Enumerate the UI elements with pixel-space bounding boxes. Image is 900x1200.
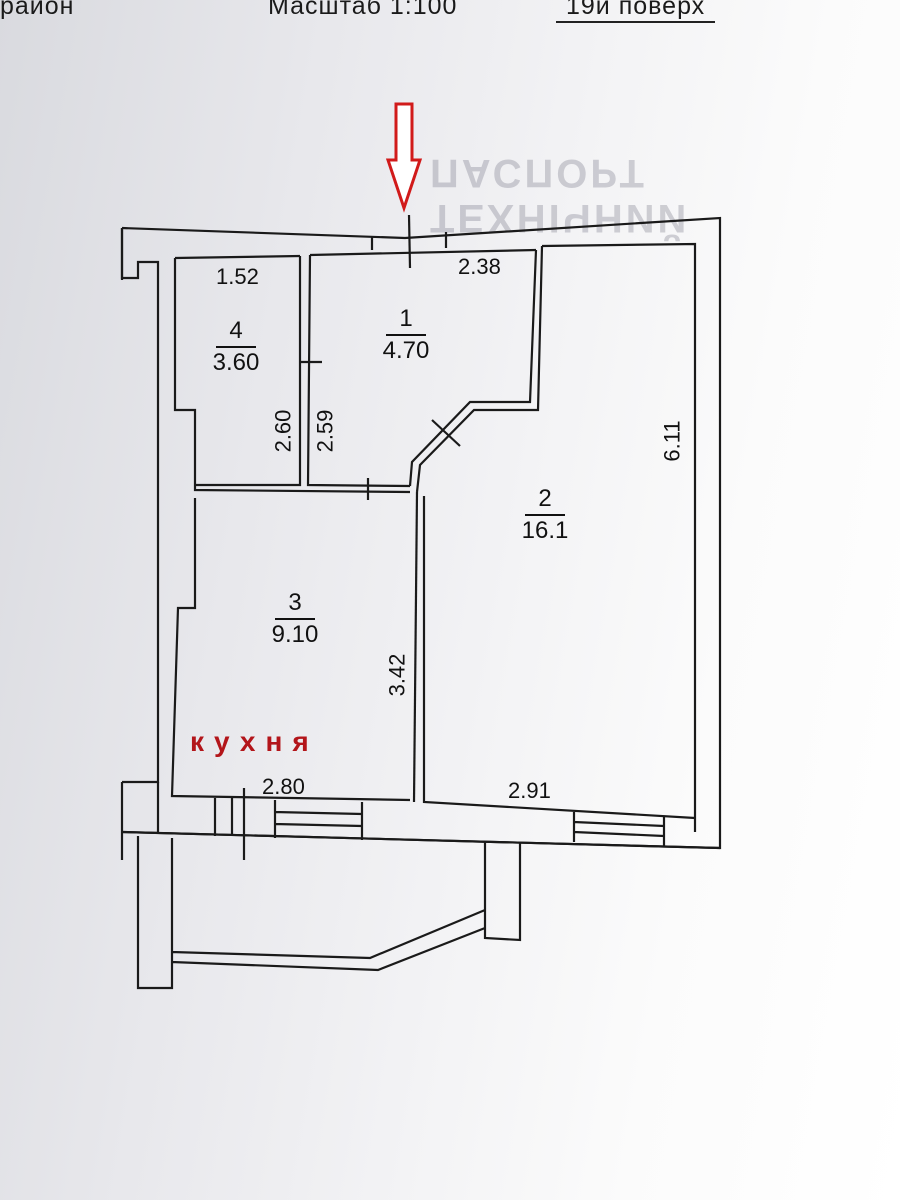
floor-label: 19й поверх [556, 0, 716, 23]
page-header: район Масштаб 1:100 19й поверх [0, 0, 900, 26]
window-kitchen [273, 800, 364, 840]
district-label: район [0, 0, 75, 20]
dim-room1-width: 2.38 [458, 254, 501, 279]
dim-room1-height: 2.59 [312, 409, 338, 453]
room1-right-wall [408, 249, 538, 487]
room-2-area: 16.1 [521, 517, 569, 544]
room-1-number: 1 [386, 304, 426, 336]
dim-room2-width: 2.91 [508, 778, 551, 803]
room-4-label: 4 3.60 [196, 316, 276, 378]
room-2-number: 2 [525, 484, 565, 516]
scale-label: Масштаб 1:100 [268, 0, 458, 20]
room-3-label: 3 9.10 [255, 588, 335, 650]
dim-room4-height: 2.60 [270, 409, 296, 453]
window-room2 [572, 812, 666, 846]
kitchen-label: кухня [190, 726, 319, 757]
room-1-label: 1 4.70 [366, 304, 446, 366]
room-4-number: 4 [216, 316, 256, 348]
room4-walls [173, 258, 411, 494]
room-3-area: 9.10 [271, 621, 319, 648]
dim-room3-width: 2.80 [262, 774, 305, 799]
bottom-wall [121, 782, 721, 850]
room-4-area: 3.60 [212, 349, 260, 376]
balcony [136, 836, 522, 990]
partition-4-1 [306, 254, 411, 488]
entrance-door [370, 232, 448, 250]
dim-room2-height: 6.11 [659, 420, 685, 462]
dim-room4-width: 1.52 [216, 264, 259, 289]
outer-wall-inner [174, 254, 301, 260]
room-1-area: 4.70 [382, 337, 430, 364]
room-3-number: 3 [275, 588, 315, 620]
entrance-arrow-icon [385, 102, 423, 213]
room3-walls [170, 498, 411, 802]
outer-wall-left-upper [120, 228, 160, 784]
dim-room3-height: 3.42 [384, 653, 410, 697]
room-2-label: 2 16.1 [505, 484, 585, 546]
